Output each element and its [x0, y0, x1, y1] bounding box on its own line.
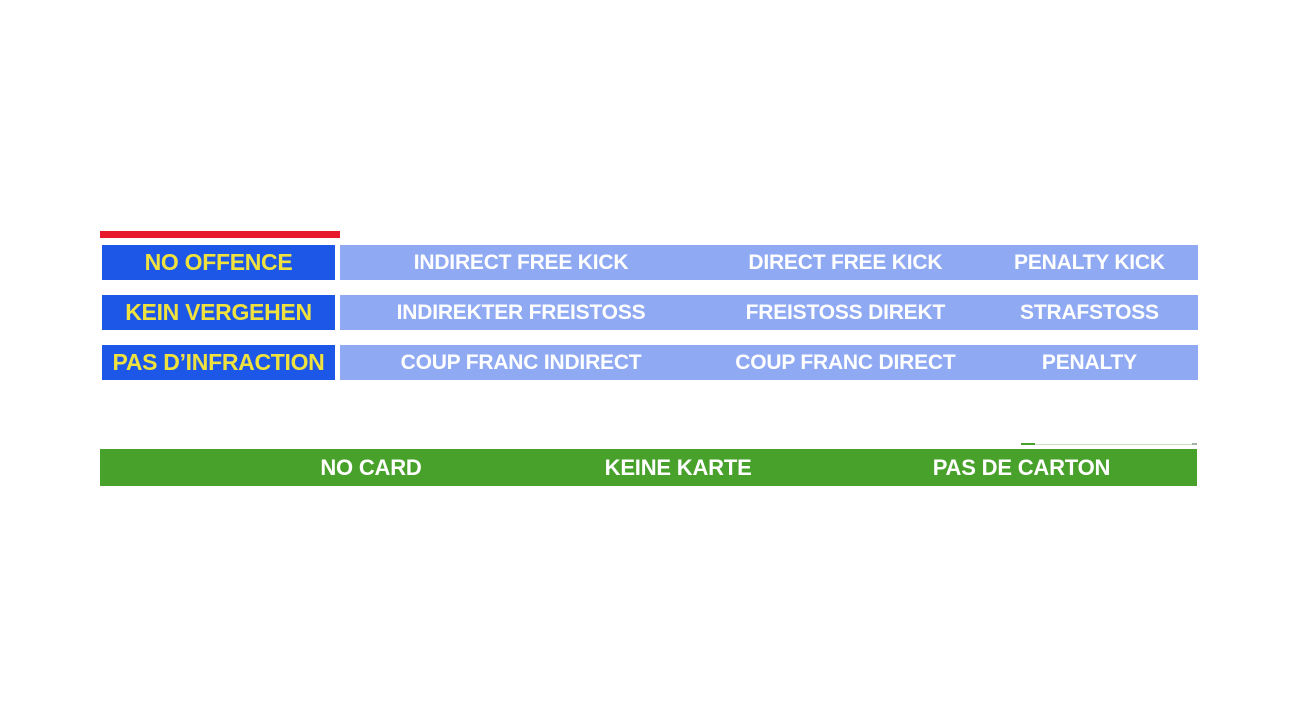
- footer-keine-karte: KEINE KARTE: [604, 454, 752, 480]
- row-header-no-offence[interactable]: NO OFFENCE: [102, 245, 335, 280]
- row-cells-bar[interactable]: INDIREKTER FREISTOSS FREISTOSS DIREKT ST…: [340, 295, 1198, 330]
- row-header-kein-vergehen[interactable]: KEIN VERGEHEN: [102, 295, 335, 330]
- cell-strafstoss: STRAFSTOSS: [1020, 300, 1159, 324]
- cell-penalty-kick: PENALTY KICK: [1014, 250, 1165, 274]
- table-row: NO OFFENCE INDIRECT FREE KICK DIRECT FRE…: [0, 245, 1290, 280]
- cell-indirect-free-kick: INDIRECT FREE KICK: [413, 250, 629, 274]
- cell-freistoss-direkt: FREISTOSS DIREKT: [745, 300, 946, 324]
- row-header-label: NO OFFENCE: [144, 249, 293, 275]
- cell-penalty: PENALTY: [1041, 350, 1137, 374]
- no-card-bar[interactable]: NO CARD KEINE KARTE PAS DE CARTON: [100, 449, 1197, 486]
- table-row: KEIN VERGEHEN INDIREKTER FREISTOSS FREIS…: [0, 295, 1290, 330]
- green-right-tick-artifact: [1192, 443, 1197, 445]
- green-faint-line-artifact: [1035, 444, 1192, 445]
- cell-indirekter-freistoss: INDIREKTER FREISTOSS: [396, 300, 646, 324]
- cell-coup-franc-indirect: COUP FRANC INDIRECT: [400, 350, 642, 374]
- row-header-label: PAS D’INFRACTION: [112, 349, 325, 375]
- footer-no-card: NO CARD: [320, 454, 422, 480]
- row-cells-bar[interactable]: INDIRECT FREE KICK DIRECT FREE KICK PENA…: [340, 245, 1198, 280]
- row-header-label: KEIN VERGEHEN: [125, 299, 312, 325]
- row-cells-bar[interactable]: COUP FRANC INDIRECT COUP FRANC DIRECT PE…: [340, 345, 1198, 380]
- footer-pas-de-carton: PAS DE CARTON: [932, 454, 1111, 480]
- cell-direct-free-kick: DIRECT FREE KICK: [748, 250, 943, 274]
- row-header-pas-d-infraction[interactable]: PAS D’INFRACTION: [102, 345, 335, 380]
- table-row: PAS D’INFRACTION COUP FRANC INDIRECT COU…: [0, 345, 1290, 380]
- green-dash-artifact: [1021, 443, 1035, 445]
- selection-highlight-underline: [100, 231, 340, 238]
- cell-coup-franc-direct: COUP FRANC DIRECT: [735, 350, 956, 374]
